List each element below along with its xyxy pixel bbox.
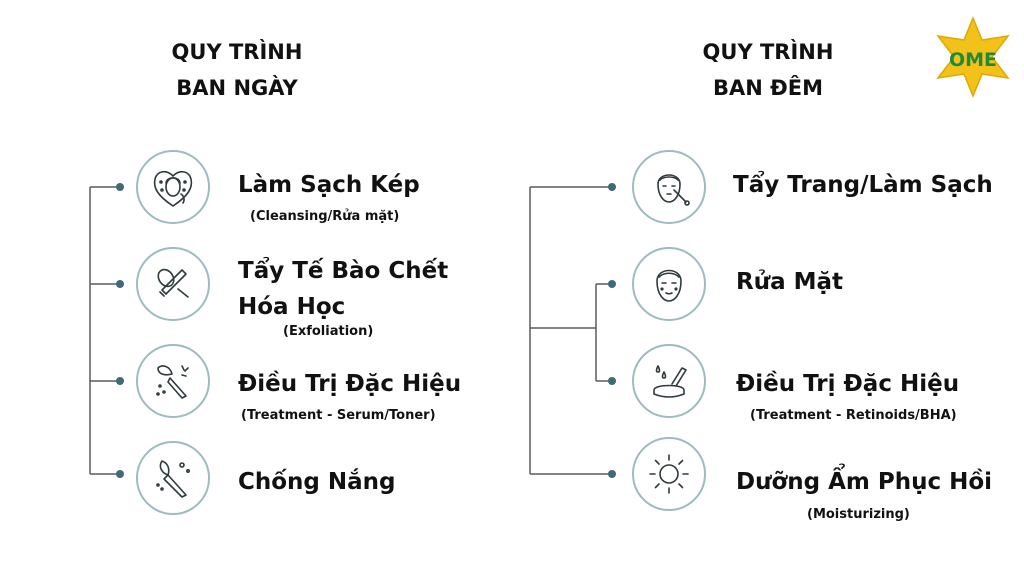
night-routine-title: QUY TRÌNH BAN ĐÊM — [668, 34, 868, 106]
night-step-4-node — [632, 437, 706, 511]
day-step-3-node — [136, 344, 210, 418]
day-step-3-subtitle: (Treatment - Serum/Toner) — [241, 408, 436, 423]
logo-text: OME — [949, 49, 997, 71]
night-step-2-node — [632, 247, 706, 321]
day-step-2-subtitle: (Exfoliation) — [283, 324, 374, 339]
day-step-4-title: Chống Nắng — [238, 469, 396, 495]
night-title-line1: QUY TRÌNH — [702, 40, 834, 64]
face-cleansing-icon — [153, 170, 193, 207]
night-dot-2 — [608, 280, 616, 288]
day-dot-1 — [116, 183, 124, 191]
day-title-line2: BAN NGÀY — [176, 76, 298, 100]
night-step-1-node — [632, 150, 706, 224]
day-dot-2 — [116, 280, 124, 288]
night-dot-1 — [608, 183, 616, 191]
night-step-4-title: Dưỡng Ẩm Phục Hồi — [736, 469, 993, 495]
day-step-2-node — [136, 247, 210, 321]
serum-dropper-icon — [156, 365, 189, 399]
day-step-1-node — [136, 150, 210, 224]
night-title-line2: BAN ĐÊM — [713, 76, 823, 100]
day-step-2-title-line2: Hóa Học — [238, 294, 346, 320]
night-step-3-subtitle: (Treatment - Retinoids/BHA) — [750, 408, 957, 423]
sun-moisturizing-icon — [649, 454, 689, 494]
day-dot-3 — [116, 377, 124, 385]
day-step-1-title: Làm Sạch Kép — [238, 172, 420, 198]
day-dot-4 — [116, 470, 124, 478]
day-routine-title: QUY TRÌNH BAN NGÀY — [137, 34, 337, 106]
day-step-2-title-line1: Tẩy Tế Bào Chết — [238, 258, 449, 284]
exfoliation-tool-icon — [157, 268, 189, 298]
night-dot-4 — [608, 470, 616, 478]
makeup-removal-face-icon — [657, 174, 690, 206]
day-title-line1: QUY TRÌNH — [171, 40, 303, 64]
retinoid-treatment-icon — [653, 365, 687, 398]
night-step-4-subtitle: (Moisturizing) — [807, 507, 910, 522]
day-step-3-title: Điều Trị Đặc Hiệu — [238, 371, 462, 397]
night-step-3-node — [632, 344, 706, 418]
star-logo-icon: OME — [936, 16, 1010, 98]
day-step-1-subtitle: (Cleansing/Rửa mặt) — [250, 209, 400, 224]
night-dot-3 — [608, 377, 616, 385]
face-wash-icon — [656, 269, 682, 302]
night-step-1-title: Tẩy Trang/Làm Sạch — [733, 172, 993, 198]
sunscreen-applicator-icon — [156, 460, 190, 498]
day-step-4-node — [136, 441, 210, 515]
night-step-2-title: Rửa Mặt — [736, 269, 844, 295]
night-step-3-title: Điều Trị Đặc Hiệu — [736, 371, 960, 397]
